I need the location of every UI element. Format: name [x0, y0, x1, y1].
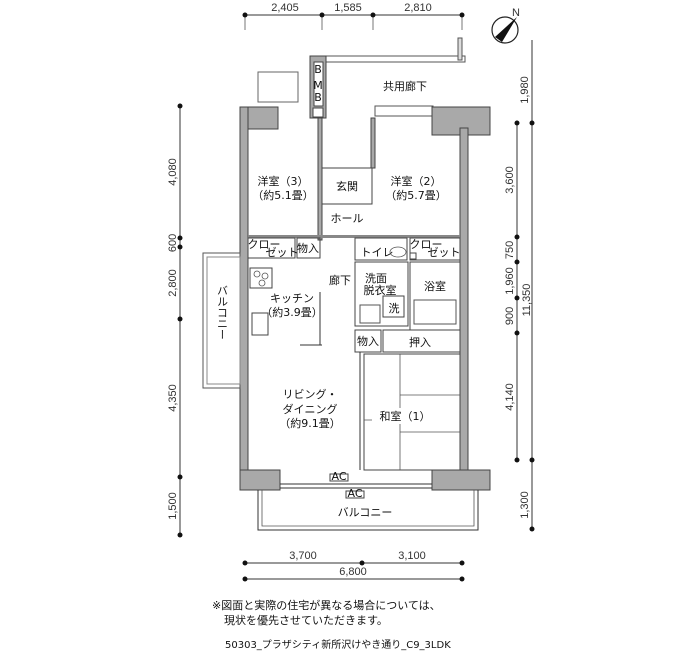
svg-text:ホール: ホール [331, 212, 364, 225]
svg-text:トイレ: トイレ [361, 246, 394, 259]
svg-text:ゼット: ゼット [428, 246, 461, 259]
dim-right-3: 1,960 [504, 267, 516, 295]
svg-text:クロー: クロー [410, 238, 443, 251]
meter-box [309, 55, 327, 119]
bottom-dimension-lines [242, 560, 465, 582]
label-hallway: 廊下 [329, 273, 351, 287]
svg-text:洋室（2）: 洋室（2） [391, 174, 442, 188]
dim-right-outer-3: 1,300 [519, 491, 531, 519]
svg-text:クロー: クロー [248, 238, 281, 251]
dim-bottom-2: 3,100 [398, 550, 426, 562]
svg-text:バルコニー: バルコニー [216, 285, 229, 340]
dim-left-1: 4,080 [167, 158, 179, 186]
room-entrance: 玄関 ホール [321, 167, 373, 225]
svg-text:ダイニング: ダイニング [283, 402, 338, 416]
balcony-left: バルコニー [202, 252, 241, 389]
svg-text:バルコニー: バルコニー [338, 506, 393, 519]
dim-right-1: 3,600 [504, 166, 516, 194]
svg-text:（約9.1畳）: （約9.1畳） [279, 416, 341, 430]
dim-left-2: 600 [167, 234, 179, 252]
label-common-corridor: 共用廊下 [383, 79, 427, 93]
dim-left-4: 4,350 [167, 384, 179, 412]
dim-left-5: 1,500 [167, 492, 179, 520]
mb-b-top: B [314, 63, 322, 76]
room-washroom: 洗面 脱衣室 洗 [354, 261, 409, 327]
right-dimension-lines [514, 40, 535, 532]
dim-right-outer-2: 11,350 [521, 284, 533, 317]
top-dimension-line [242, 12, 465, 30]
svg-text:浴室: 浴室 [424, 279, 446, 293]
svg-text:押入: 押入 [409, 335, 431, 349]
storage-row: 物入 押入 [354, 329, 461, 353]
svg-text:脱衣室: 脱衣室 [364, 283, 397, 297]
dim-right-2: 750 [504, 241, 516, 259]
svg-text:（約5.1畳）: （約5.1畳） [252, 188, 314, 202]
dim-top-3: 2,810 [404, 2, 432, 14]
dim-right-5: 4,140 [504, 383, 516, 411]
disclaimer-line-1: ※図面と実際の住宅が異なる場合については、 [212, 599, 441, 612]
svg-text:（約5.7畳）: （約5.7畳） [385, 188, 447, 202]
footer-caption: 50303_プラザシティ新所沢けやき通り_C9_3LDK [225, 640, 451, 651]
room-bath: 浴室 [409, 261, 461, 331]
svg-text:洗: 洗 [389, 302, 400, 315]
walls [239, 106, 491, 491]
svg-text:玄関: 玄関 [336, 179, 358, 193]
svg-text:物入: 物入 [357, 334, 379, 348]
dim-top-1: 2,405 [271, 2, 299, 14]
north-compass-icon: N [491, 7, 520, 44]
dim-bottom-total: 6,800 [339, 566, 367, 578]
dim-right-4: 900 [504, 307, 516, 325]
svg-text:ゼット: ゼット [266, 246, 299, 259]
svg-text:（約3.9畳）: （約3.9畳） [261, 305, 323, 319]
dim-bottom-1: 3,700 [289, 550, 317, 562]
dim-top-2: 1,585 [334, 2, 362, 14]
dim-left-3: 2,800 [167, 269, 179, 297]
room-western-3: 洋室（3） （約5.1畳） [252, 174, 314, 202]
svg-text:N: N [512, 7, 520, 19]
svg-text:リビング・: リビング・ [283, 387, 338, 401]
mb-m: M [313, 79, 323, 92]
room-western-2: 洋室（2） （約5.7畳） [385, 174, 447, 202]
ac-label-1: AC [331, 470, 346, 483]
closet-row: クロー ゼット 物入 トイレ クロー ゼット [247, 237, 461, 261]
balcony-bottom: バルコニー [257, 490, 479, 531]
svg-text:キッチン: キッチン [270, 292, 314, 305]
ac-label-2: AC [347, 487, 362, 500]
corridor-fixtures [257, 37, 466, 117]
room-kitchen: キッチン （約3.9畳） [249, 267, 323, 346]
svg-text:洗面: 洗面 [365, 272, 387, 285]
disclaimer-line-2: 現状を優先させていただきます。 [224, 614, 388, 627]
room-japanese: 和室（1） [363, 353, 461, 471]
room-living-dining: リビング・ ダイニング （約9.1畳） [279, 352, 361, 470]
dim-right-outer-1: 1,980 [519, 76, 531, 104]
svg-text:洋室（3）: 洋室（3） [258, 174, 309, 188]
svg-text:和室（1）: 和室（1） [380, 409, 431, 423]
svg-text:物入: 物入 [297, 241, 319, 255]
mb-b: B [314, 91, 322, 104]
left-dimension-line [177, 103, 183, 538]
